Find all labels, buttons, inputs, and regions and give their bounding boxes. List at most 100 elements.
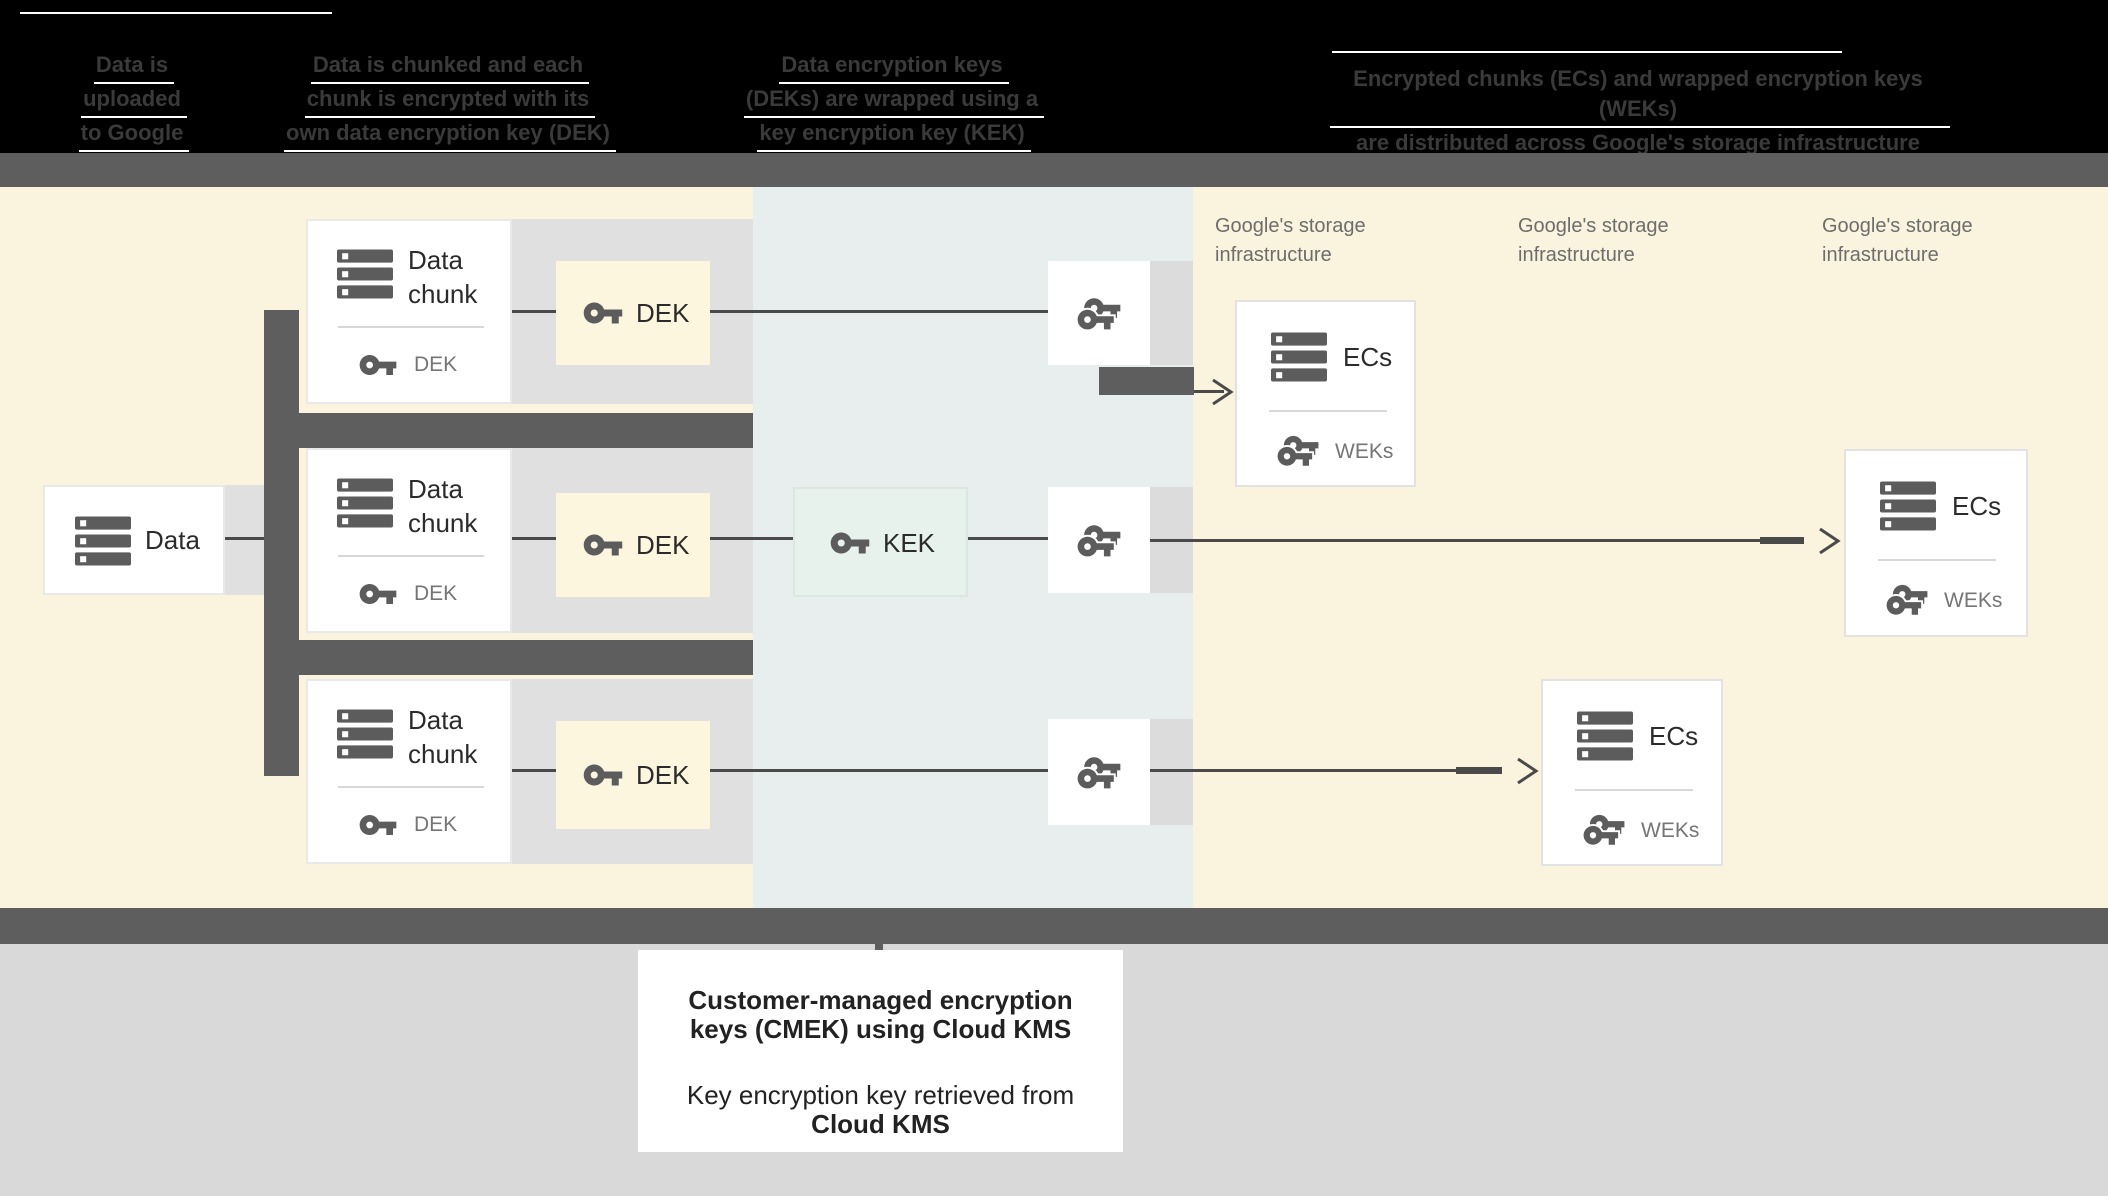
wrapped-output-pipe [1099,367,1194,395]
server-stack-icon [75,516,131,566]
ecs-divider [1575,789,1693,791]
wrapped-key-icon [1075,517,1123,563]
line-chunk1-dek1 [512,310,556,313]
ecs-key-label: WEKs [1335,440,1394,463]
step-3-line-2: (DEKs) are wrapped using a [743,84,1045,118]
ecs-box-3: ECs WEKs [1541,679,1723,866]
chunk-title: Data chunk [408,474,478,538]
wrap-key-box-2 [1048,487,1150,593]
chunk-title: Data chunk [408,705,478,769]
header-step-2: Data is chunked and each chunk is encryp… [250,50,650,152]
wrap-key-box-3 [1048,719,1150,825]
caption-connector [875,944,883,951]
data-chunk-box-1: Data chunk DEK [306,219,512,404]
server-stack-icon [337,709,393,759]
step-3-line-1: Data encryption keys [779,50,1009,84]
key-icon [358,805,398,845]
line-wrap2-ecs2 [1150,539,1764,542]
header-hairline [20,12,332,14]
key-icon [582,524,624,566]
dek-box-1: DEK [556,261,710,365]
ecs-box-2: ECs WEKs [1844,449,2028,637]
storage-label-1: Google's storage infrastructure [1215,215,1366,266]
key-icon [829,522,871,564]
wrapped-key-icon [1581,807,1627,851]
line-dek1-wrap1 [710,310,1048,313]
dek-box-2: DEK [556,493,710,597]
dek-label: DEK [636,298,690,328]
line-thick-seg-3 [1456,767,1502,774]
horizontal-pipe-1 [299,413,753,448]
server-stack-icon [337,478,393,528]
arrowhead-to-ecs2 [1819,527,1841,555]
ecs-divider [1269,410,1387,412]
wrapped-key-icon [1884,577,1930,621]
data-box: Data [43,485,225,595]
kek-box: KEK [793,487,968,597]
data-chunk-box-3: Data chunk DEK [306,679,512,864]
arrowhead-to-ecs1 [1212,378,1234,406]
header-hairline-2 [1332,51,1842,53]
ecs-title: ECs [1952,491,2002,521]
dek-label: DEK [636,760,690,790]
ecs-key-label: WEKs [1944,589,2003,612]
server-stack-icon [1880,481,1936,531]
caption-box: Customer-managed encryption keys (CMEK) … [638,950,1123,1152]
key-icon [582,754,624,796]
line-wrap1-ecs1 [1194,390,1224,393]
trunk-pipe [264,310,299,776]
line-kek-wrap2 [968,537,1048,540]
step-1-line-2: uploaded [81,84,187,118]
caption-title: Customer-managed encryption keys (CMEK) … [688,985,1073,1044]
dek-label: DEK [636,530,690,560]
chunk-divider [338,786,484,788]
data-box-label: Data [145,525,200,555]
step-2-line-2: chunk is encrypted with its [304,84,596,118]
ecs-key-label: WEKs [1641,819,1700,842]
header-step-4: Encrypted chunks (ECs) and wrapped encry… [1330,64,1950,162]
line-thick-seg-2 [1760,537,1804,544]
server-stack-icon [1271,332,1327,382]
wrapped-key-icon [1275,428,1321,472]
ecs-divider [1878,559,1996,561]
chunk-key-label: DEK [414,582,458,605]
line-data-to-trunk [225,537,264,540]
wrap-ext-3 [1150,719,1193,825]
storage-label-3: Google's storage infrastructure [1822,215,1973,266]
header-band: Data is uploaded to Google Data is chunk… [0,0,2108,162]
line-chunk2-dek2 [512,537,556,540]
line-dek3-wrap3 [710,769,1048,772]
chunk-key-label: DEK [414,813,458,836]
dek-box-3: DEK [556,721,710,829]
header-step-1: Data is uploaded to Google [34,50,234,152]
wrap-ext-1 [1150,261,1193,365]
step-1-line-1: Data is [93,50,175,84]
wrapped-key-icon [1075,749,1123,795]
horizontal-pipe-2 [299,640,753,675]
wrap-key-box-1 [1048,261,1150,365]
bottom-bar [0,908,2108,944]
arrowhead-to-ecs3 [1517,757,1539,785]
chunk-key-label: DEK [414,353,458,376]
step-2-line-1: Data is chunked and each [310,50,590,84]
server-stack-icon [1577,711,1633,761]
caption-subtitle-text: Key encryption key retrieved from [686,1080,1075,1110]
storage-label-2: Google's storage infrastructure [1518,215,1669,266]
step-1-line-3: to Google [78,118,190,152]
header-step-3: Data encryption keys (DEKs) are wrapped … [694,50,1094,152]
ecs-title: ECs [1649,721,1699,751]
key-icon [582,292,624,334]
line-dek2-kek [710,537,793,540]
wrapped-key-icon [1075,290,1123,336]
step-3-line-3: key encryption key (KEK) [757,118,1031,152]
sub-header-bar [0,153,2108,187]
step-4-line-1: Encrypted chunks (ECs) and wrapped encry… [1330,64,1950,128]
key-icon [358,345,398,385]
line-chunk3-dek3 [512,769,556,772]
ecs-box-1: ECs WEKs [1235,300,1416,487]
kek-label: KEK [883,528,936,558]
chunk-divider [338,326,484,328]
data-chunk-box-2: Data chunk DEK [306,448,512,633]
chunk-divider [338,555,484,557]
